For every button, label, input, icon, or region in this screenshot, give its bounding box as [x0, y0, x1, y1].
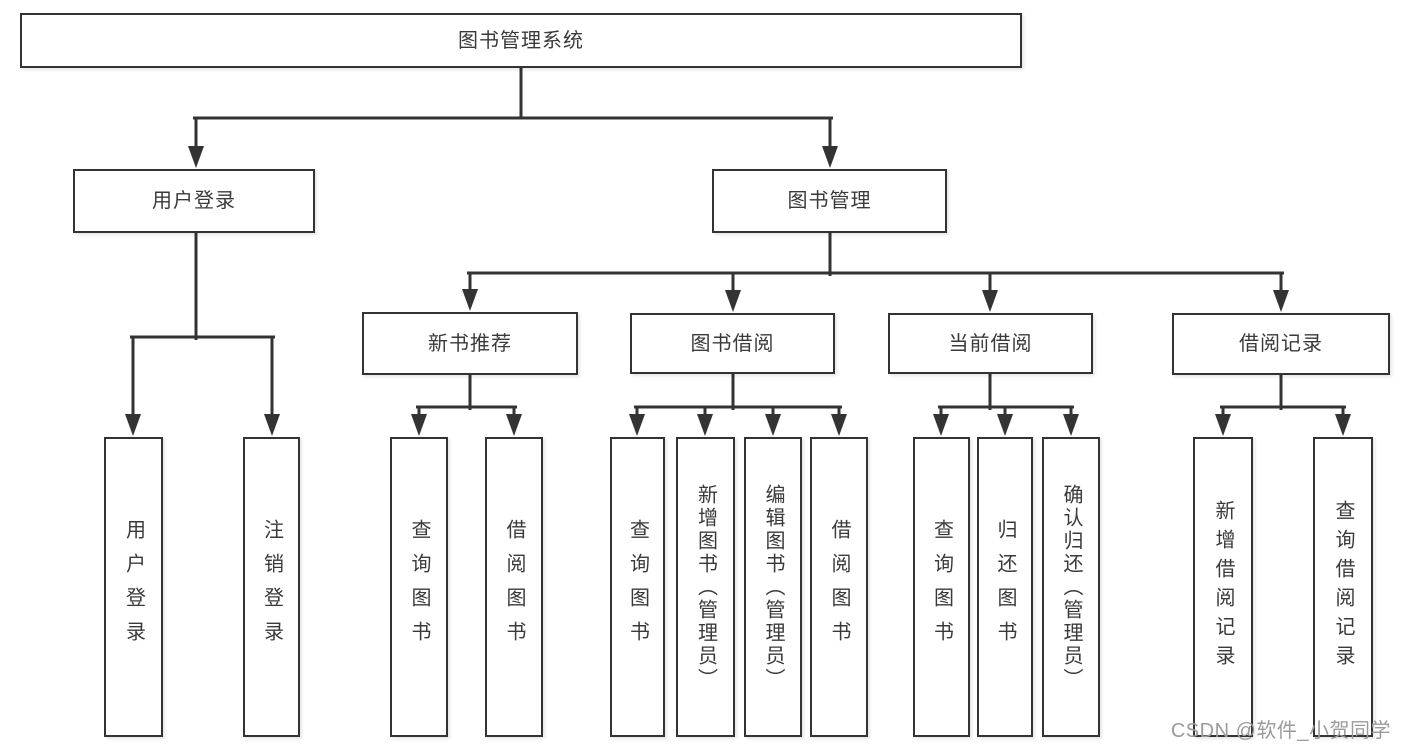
leaf-query-books-recommend: 查询图书 — [390, 437, 448, 737]
node-new-book-recommendation: 新书推荐 — [362, 312, 578, 375]
leaf-query-books-borrowing: 查询图书 — [610, 437, 665, 737]
leaf-edit-books-admin: 编辑图书（管理员） — [744, 437, 802, 737]
leaf-add-books-admin: 新增图书（管理员） — [676, 437, 735, 737]
leaf-borrow-books-recommend: 借阅图书 — [485, 437, 543, 737]
node-library-management-system: 图书管理系统 — [20, 13, 1022, 68]
node-book-management: 图书管理 — [712, 169, 947, 233]
leaf-query-books-current: 查询图书 — [913, 437, 970, 737]
node-borrowing-records: 借阅记录 — [1172, 313, 1390, 375]
arrowheads — [125, 146, 1351, 436]
leaf-logout: 注销登录 — [243, 437, 300, 737]
leaf-borrow-books-borrowing: 借阅图书 — [810, 437, 868, 737]
watermark: CSDN @软件_小贺同学 — [1170, 720, 1391, 742]
leaf-add-borrow-record: 新增借阅记录 — [1193, 437, 1253, 737]
node-current-borrowing: 当前借阅 — [888, 313, 1093, 374]
leaf-query-borrow-record: 查询借阅记录 — [1313, 437, 1373, 737]
leaf-user-login: 用户登录 — [104, 437, 163, 737]
node-user-login: 用户登录 — [73, 169, 315, 233]
leaf-confirm-return-admin: 确认归还（管理员） — [1042, 437, 1100, 737]
leaf-return-books: 归还图书 — [977, 437, 1033, 737]
node-book-borrowing: 图书借阅 — [630, 313, 835, 374]
